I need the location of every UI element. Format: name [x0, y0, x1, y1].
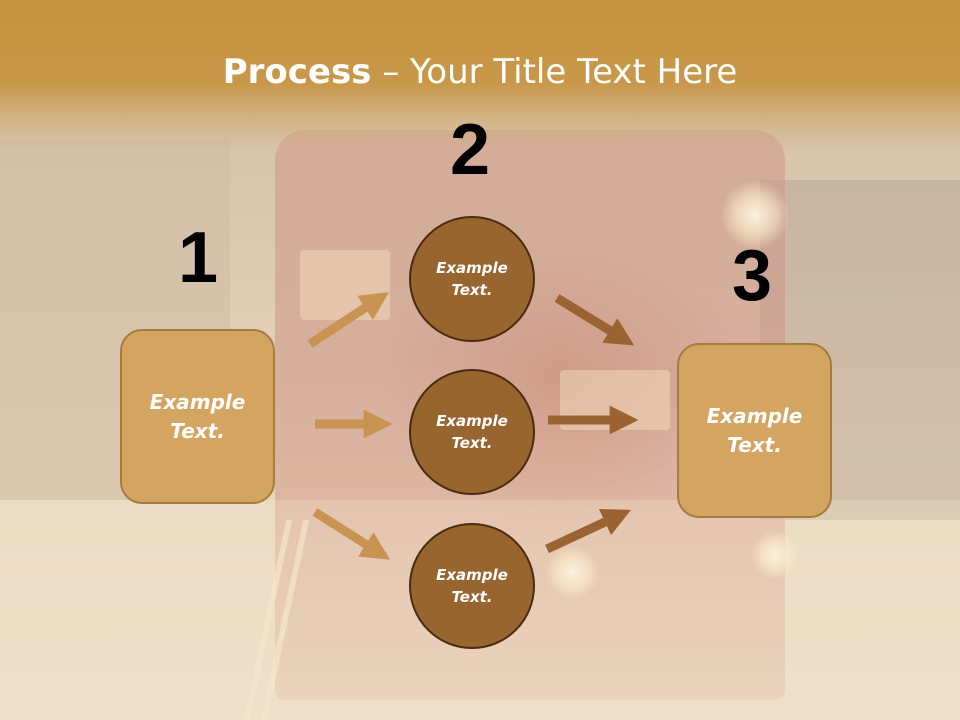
background-light — [545, 545, 600, 600]
right-box-text: Example Text. — [706, 403, 803, 457]
bottom-circle[interactable]: Example Text. — [409, 523, 535, 649]
middle-circle[interactable]: Example Text. — [409, 369, 535, 495]
background-light — [720, 180, 790, 250]
step-number-3: 3 — [732, 236, 773, 316]
left-text-box[interactable]: Example Text. — [120, 329, 275, 504]
top-circle[interactable]: Example Text. — [409, 216, 535, 342]
title-bold: Process — [222, 52, 372, 92]
step-number-2: 2 — [450, 110, 491, 190]
top-circle-text: Example Text. — [436, 258, 508, 300]
left-box-text: Example Text. — [149, 389, 246, 443]
bottom-circle-text: Example Text. — [436, 565, 508, 607]
arrow-left-to-top — [307, 292, 390, 348]
arrow-top-to-right — [554, 294, 635, 346]
step-number-1: 1 — [178, 218, 219, 298]
right-text-box[interactable]: Example Text. — [677, 343, 832, 518]
middle-circle-text: Example Text. — [436, 411, 508, 453]
arrow-left-to-bottom — [312, 508, 391, 560]
arrow-bottom-to-right — [545, 509, 632, 554]
slide-title: Process – Your Title Text Here — [0, 52, 960, 92]
title-rest: – Your Title Text Here — [371, 52, 738, 92]
background-light — [750, 530, 800, 580]
title-band — [0, 0, 960, 150]
